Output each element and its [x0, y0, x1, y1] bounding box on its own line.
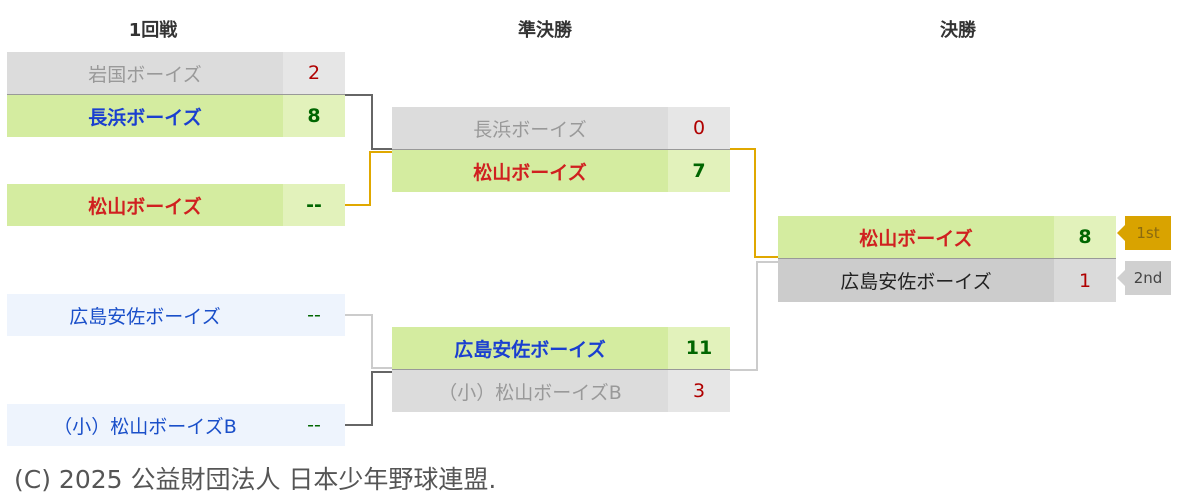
round1-header: 1回戦	[128, 20, 178, 41]
match-row[interactable]: （小）松山ボーイズB 3	[392, 369, 730, 412]
match-row[interactable]: （小）松山ボーイズB --	[7, 404, 345, 446]
copyright-footer: (C) 2025 公益財団法人 日本少年野球連盟.	[14, 465, 497, 494]
match-row[interactable]: 岩国ボーイズ 2	[7, 52, 345, 94]
team-score: 0	[668, 107, 730, 149]
team-name: （小）松山ボーイズB	[7, 404, 283, 446]
match-row[interactable]: 長浜ボーイズ 8	[7, 94, 345, 137]
team-score: --	[283, 294, 345, 336]
team-name: 広島安佐ボーイズ	[392, 327, 668, 369]
team-name: 広島安佐ボーイズ	[7, 294, 283, 336]
final-header: 決勝	[940, 20, 976, 41]
team-name: 長浜ボーイズ	[392, 107, 668, 149]
match-row[interactable]: 広島安佐ボーイズ 11	[392, 327, 730, 369]
team-name: 長浜ボーイズ	[7, 95, 283, 137]
match-row[interactable]: 広島安佐ボーイズ --	[7, 294, 345, 336]
team-score: 2	[283, 52, 345, 94]
team-score: 8	[1054, 216, 1116, 258]
first-place-badge: 1st	[1117, 216, 1171, 250]
team-name: 広島安佐ボーイズ	[778, 259, 1054, 302]
semifinal-header: 準決勝	[518, 20, 572, 41]
team-name: 松山ボーイズ	[392, 150, 668, 192]
team-score: 8	[283, 95, 345, 137]
team-score: --	[283, 184, 345, 226]
team-score: 7	[668, 150, 730, 192]
team-score: --	[283, 404, 345, 446]
match-row[interactable]: 長浜ボーイズ 0	[392, 107, 730, 149]
second-place-badge: 2nd	[1117, 261, 1171, 295]
match-row[interactable]: 広島安佐ボーイズ 1	[778, 258, 1116, 302]
match-row[interactable]: 松山ボーイズ 8	[778, 216, 1116, 258]
team-score: 11	[668, 327, 730, 369]
team-name: 松山ボーイズ	[7, 184, 283, 226]
team-score: 3	[668, 370, 730, 412]
team-name: 岩国ボーイズ	[7, 52, 283, 94]
team-score: 1	[1054, 259, 1116, 302]
match-row[interactable]: 松山ボーイズ 7	[392, 149, 730, 192]
team-name: 松山ボーイズ	[778, 216, 1054, 258]
match-row[interactable]: 松山ボーイズ --	[7, 184, 345, 226]
team-name: （小）松山ボーイズB	[392, 370, 668, 412]
